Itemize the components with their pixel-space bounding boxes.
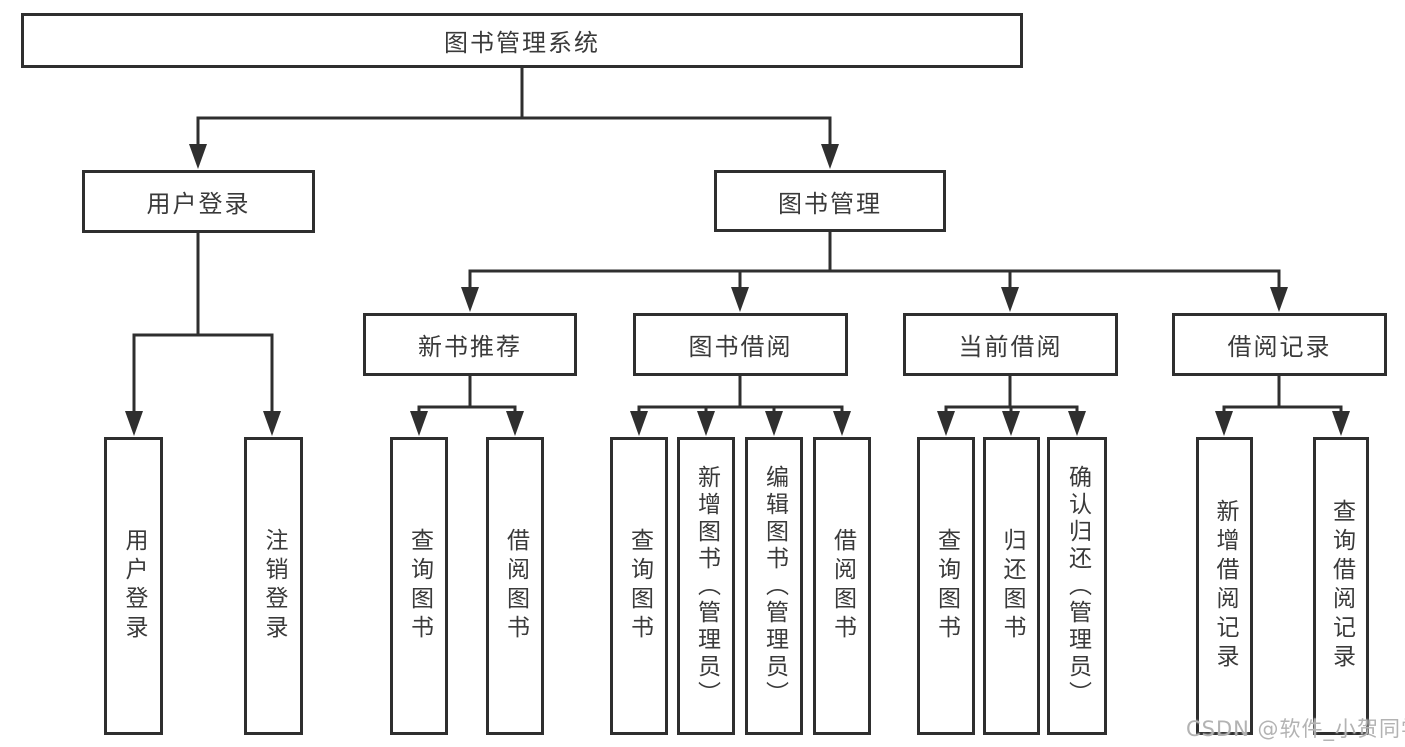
leaf-add-books-admin: 新增图书（管理员） xyxy=(677,437,735,735)
node-book-borrow: 图书借阅 xyxy=(633,313,848,376)
leaf-add-borrow-record: 新增借阅记录 xyxy=(1196,437,1253,735)
node-current-borrow: 当前借阅 xyxy=(903,313,1118,376)
leaf-borrow-query-books: 查询图书 xyxy=(610,437,668,735)
leaf-confirm-return-admin: 确认归还（管理员） xyxy=(1047,437,1107,735)
leaf-current-query-books: 查询图书 xyxy=(917,437,975,735)
leaf-logout: 注销登录 xyxy=(244,437,303,735)
leaf-borrow-books: 借阅图书 xyxy=(813,437,871,735)
node-book-management-system: 图书管理系统 xyxy=(21,13,1023,68)
leaf-return-books: 归还图书 xyxy=(983,437,1040,735)
leaf-query-borrow-record: 查询借阅记录 xyxy=(1313,437,1369,735)
leaf-user-login: 用户登录 xyxy=(104,437,163,735)
csdn-watermark: CSDN @软件_小贺同学 xyxy=(1186,717,1405,741)
node-user-login: 用户登录 xyxy=(82,170,315,233)
node-borrow-records: 借阅记录 xyxy=(1172,313,1387,376)
node-book-management: 图书管理 xyxy=(714,170,946,232)
leaf-recommend-query-books: 查询图书 xyxy=(390,437,448,735)
leaf-edit-books-admin: 编辑图书（管理员） xyxy=(745,437,803,735)
leaf-recommend-borrow-books: 借阅图书 xyxy=(486,437,544,735)
node-new-book-recommend: 新书推荐 xyxy=(363,313,577,376)
